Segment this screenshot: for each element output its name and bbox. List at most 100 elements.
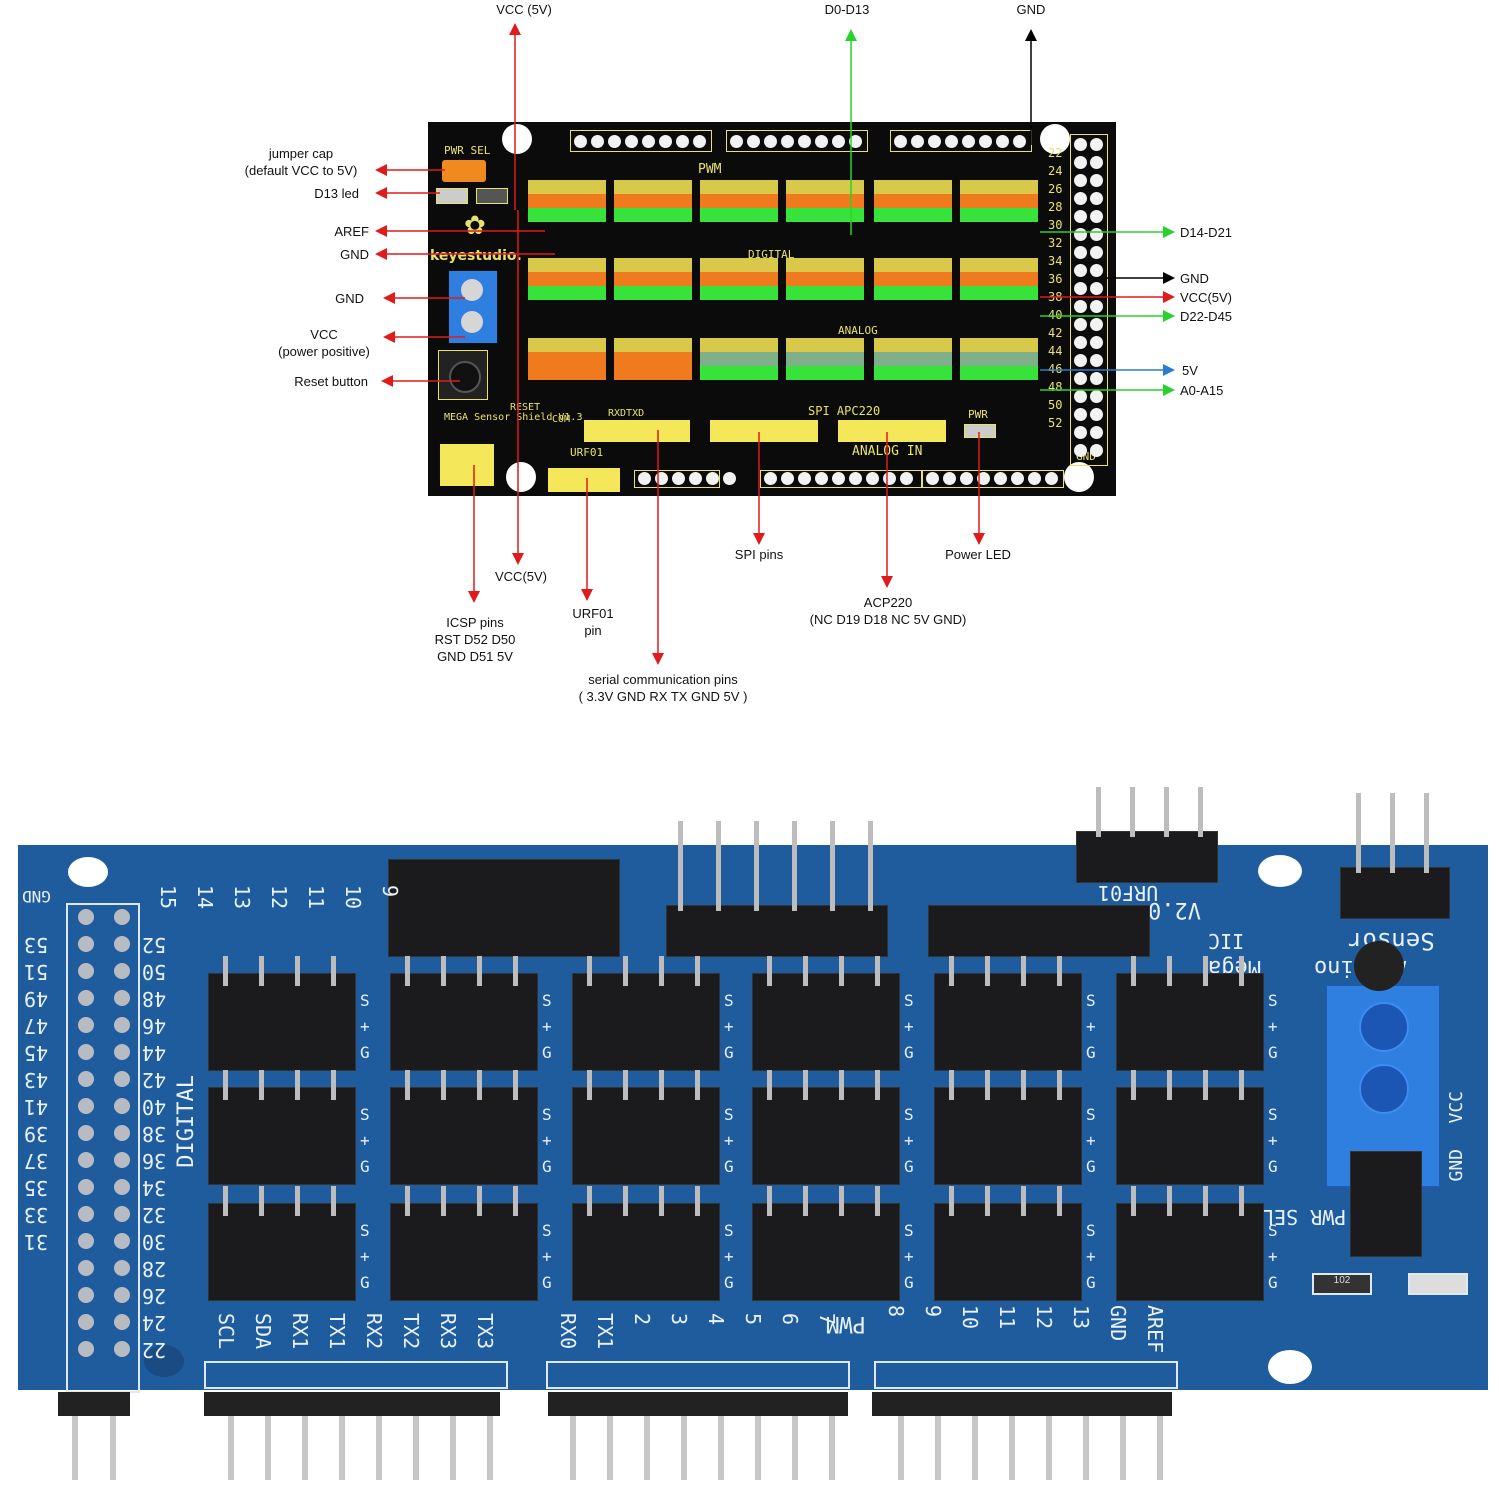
pin-number-label: 15 xyxy=(156,885,180,910)
urf01-label: URF01 xyxy=(570,446,604,459)
pin-hole xyxy=(1074,318,1087,331)
bottom-header-pin xyxy=(935,1410,941,1480)
pin-hole xyxy=(1074,264,1087,277)
reset-button[interactable] xyxy=(438,350,488,400)
pwr-label: PWR xyxy=(968,408,988,421)
pwm-pin-label: 8 xyxy=(884,1305,908,1318)
pin-number-label: 32 xyxy=(1048,236,1063,250)
callout-aref: AREF xyxy=(334,224,369,239)
header-top-left xyxy=(570,130,712,152)
analog-label: ANALOG xyxy=(838,324,878,337)
sensor-header-block xyxy=(572,1070,720,1185)
callout-arrows xyxy=(375,23,1175,665)
pin-hole xyxy=(815,472,828,485)
pin-number-label: 45 xyxy=(24,1041,49,1065)
solder-pad xyxy=(78,1179,94,1195)
sensor-header-stack xyxy=(528,180,606,222)
sensor-header-block xyxy=(1116,1070,1264,1185)
power-terminal xyxy=(448,270,498,344)
mounting-hole xyxy=(1268,1350,1312,1384)
sensor-row-label: S xyxy=(724,1105,734,1124)
solder-pad xyxy=(78,1341,94,1357)
sensor-row-label: G xyxy=(1268,1043,1278,1062)
sensor-row-label: S xyxy=(1268,991,1278,1010)
solder-pad xyxy=(114,909,130,925)
pin-number-label: 41 xyxy=(24,1095,49,1119)
sensor-row-label: G xyxy=(904,1273,914,1292)
bottom-header-pin xyxy=(1120,1410,1126,1480)
callout-vcc-5v-right: VCC(5V) xyxy=(1180,290,1233,305)
spi-header xyxy=(666,905,888,957)
pin-hole xyxy=(962,135,975,148)
pwr-sel-jumper[interactable] xyxy=(1350,1151,1422,1257)
sensor-row-label: + xyxy=(542,1131,552,1150)
solder-pad xyxy=(114,1233,130,1249)
pin-number-label: 12 xyxy=(267,885,291,910)
pin-number-label: 32 xyxy=(142,1203,167,1227)
sensor-header-block xyxy=(208,1070,356,1185)
pin-hole xyxy=(1011,472,1024,485)
pin-number-label: 22 xyxy=(1048,146,1063,160)
solder-pad xyxy=(114,1287,130,1303)
header-pin xyxy=(678,821,683,911)
pin-hole xyxy=(781,135,794,148)
sensor-row-label: + xyxy=(1086,1247,1096,1266)
callout-gnd-right: GND xyxy=(1180,271,1209,286)
callout-vcc-5v-bottom: VCC(5V) xyxy=(494,569,548,584)
header-pin xyxy=(716,821,721,911)
sensor-header-block xyxy=(1116,956,1264,1071)
callout-jumper-cap: jumper cap(default VCC to 5V) xyxy=(244,146,358,178)
pin-hole xyxy=(1090,192,1103,205)
solder-pad xyxy=(114,1071,130,1087)
sensor-row-label: + xyxy=(904,1131,914,1150)
blue-sensor-shield-photo: GND V2.0 Sensor Arduino Mega IIC URF01 D… xyxy=(18,787,1488,1393)
pin-hole xyxy=(994,472,1007,485)
pin-hole xyxy=(1074,426,1087,439)
bottom-header-pin xyxy=(898,1410,904,1480)
solder-pad xyxy=(78,1314,94,1330)
pin-number-label: 13 xyxy=(230,885,254,910)
iic-title: IIC xyxy=(1208,929,1245,953)
pwm-label: PWM xyxy=(698,162,722,177)
terminal-screw[interactable] xyxy=(1359,1002,1409,1052)
pin-hole xyxy=(849,135,862,148)
sensor-header-block xyxy=(390,1070,538,1185)
pin-hole xyxy=(1090,300,1103,313)
pin-hole xyxy=(730,135,743,148)
pwm-pin-label: RX0 xyxy=(556,1313,580,1350)
sensor-header-block xyxy=(390,956,538,1071)
callout-a0-a15: A0-A15 xyxy=(1180,383,1224,398)
pin-hole xyxy=(1090,210,1103,223)
gnd-corner-label: GND xyxy=(22,887,51,906)
brand-label: keyestudio. xyxy=(430,248,522,264)
pin-hole xyxy=(1074,372,1087,385)
pin-hole xyxy=(1045,472,1058,485)
callout-gnd-1: GND xyxy=(340,247,369,262)
pwm-pin-label: 13 xyxy=(1069,1305,1093,1330)
callout-d0-d13: D0-D13 xyxy=(824,2,870,17)
sensor-header-stack xyxy=(614,180,692,222)
pin-number-label: 26 xyxy=(142,1284,167,1308)
pin-hole xyxy=(866,472,879,485)
pwm-pin-label: 5 xyxy=(741,1313,765,1326)
sensor-header-stack xyxy=(700,180,778,222)
sensor-header-block xyxy=(390,1186,538,1301)
comm-pin-label: TX1 xyxy=(325,1313,349,1350)
digital-label: DIGITAL xyxy=(748,248,795,261)
icsp-pin xyxy=(1356,793,1361,873)
pin-hole xyxy=(1074,408,1087,421)
terminal-screw[interactable] xyxy=(1359,1064,1409,1114)
mounting-hole xyxy=(506,462,536,492)
solder-pad xyxy=(78,1260,94,1276)
comm-pin-label: RX1 xyxy=(288,1313,312,1350)
sensor-row-label: G xyxy=(542,1043,552,1062)
bottom-header-housing xyxy=(548,1392,848,1416)
sensor-row-label: + xyxy=(724,1017,734,1036)
reset-button[interactable] xyxy=(1354,941,1404,991)
sensor-row-label: G xyxy=(542,1273,552,1292)
sensor-row-label: + xyxy=(542,1017,552,1036)
pin-hole xyxy=(1090,156,1103,169)
pin-hole xyxy=(979,135,992,148)
mounting-hole xyxy=(1040,124,1070,154)
